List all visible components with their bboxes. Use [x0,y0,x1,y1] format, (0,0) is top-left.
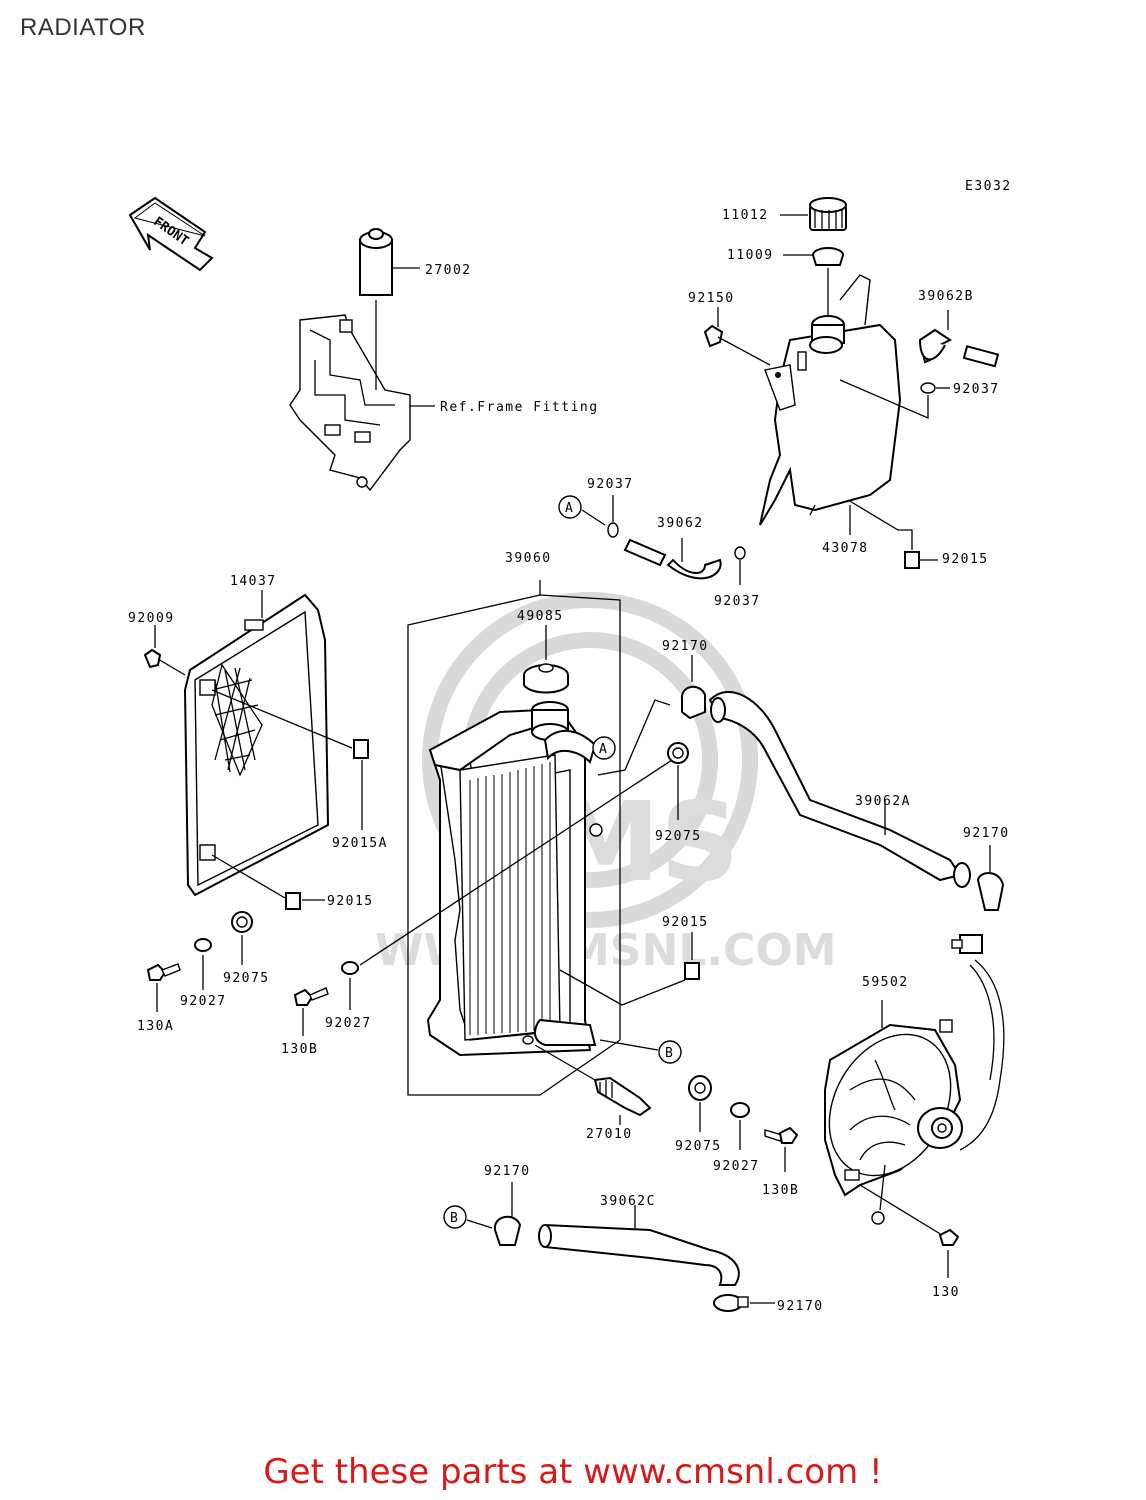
label-39062b: 39062B [918,289,974,304]
ref-b-label-lower: B [450,1211,459,1226]
part-39062b-hose [918,310,1000,368]
ref-a-label-top: A [565,501,574,516]
label-92027-c: 92027 [713,1159,760,1174]
label-92015a: 92015A [332,836,388,851]
part-92009-screw [143,625,186,676]
label-92170-c: 92170 [484,1164,531,1179]
label-92170-a: 92170 [662,639,709,654]
label-39062a: 39062A [855,794,911,809]
page-title: RADIATOR [20,14,146,41]
part-92170-clamp-b [976,845,1005,911]
label-130b-a: 130B [281,1042,318,1057]
label-92037-a: 92037 [587,477,634,492]
part-39062a-upper-hose [708,690,971,888]
part-59502-fan [824,934,1005,1225]
part-92015-nut-tank [809,499,938,569]
label-59502: 59502 [862,975,909,990]
label-27010: 27010 [586,1127,633,1142]
part-92075-grommet-a [359,742,689,966]
diagram-code: E3032 [965,179,1012,194]
label-130b-b: 130B [762,1183,799,1198]
label-14037: 14037 [230,574,277,589]
part-43078-reservoir-tank [759,274,902,526]
ref-a-circle-radiator [592,736,616,760]
label-ref-frame-fitting: Ref.Frame Fitting [440,400,599,415]
label-39060: 39060 [505,551,552,566]
ref-b-circle-lower [443,1205,467,1229]
label-92009: 92009 [128,611,175,626]
part-92027-collar-b [341,961,359,1010]
part-11012-tank-cap [780,197,847,231]
frame-bracket [289,314,411,492]
part-92075-grommet-c [688,1075,712,1132]
part-130b-bolt-a [293,987,329,1036]
label-92037-b: 92037 [714,594,761,609]
part-39062c-lower-hose [538,1205,740,1286]
label-92015-shroud: 92015 [327,894,374,909]
part-92015-nut-shroud [211,854,325,910]
part-92170-clamp-c [493,1182,522,1246]
label-27002: 27002 [425,263,472,278]
label-11009: 11009 [727,248,774,263]
label-43078: 43078 [822,541,869,556]
part-92027-collar-c [730,1102,750,1150]
label-92075-c: 92075 [675,1139,722,1154]
part-49085-radiator-cap [523,625,569,694]
label-92015-tank: 92015 [942,552,989,567]
part-92170-clamp-a [680,655,706,720]
radiator-assembly-bracket [407,580,621,1096]
part-92015-nut-radiator [559,932,700,1006]
label-92037-tank: 92037 [953,382,1000,397]
part-92027-collar-a [194,938,212,990]
part-92170-clamp-d [713,1294,775,1312]
label-49085: 49085 [517,609,564,624]
part-39060-radiator [426,701,603,1057]
label-92015-radiator: 92015 [662,915,709,930]
label-92150: 92150 [688,291,735,306]
label-92170-b: 92170 [963,826,1010,841]
footer-promo-link[interactable]: Get these parts at www.cmsnl.com ! [263,1452,883,1492]
part-92037-clip-tank [839,379,950,419]
part-92015a-nut [211,689,369,830]
part-130-bolt [859,1184,960,1278]
label-92170-d: 92170 [777,1299,824,1314]
part-27010-fan-switch [534,1044,652,1125]
label-92075-b: 92075 [223,971,270,986]
part-92037-clip-b [734,546,746,585]
label-11012: 11012 [722,208,769,223]
part-14037-shroud [183,590,330,897]
front-arrow-icon: FRONT [128,196,214,272]
part-92150-bolt [703,307,771,366]
ref-b-circle-radiator [658,1040,682,1064]
label-130a: 130A [137,1019,174,1034]
label-39062c: 39062C [600,1194,656,1209]
part-27002-switch [359,228,420,390]
part-92037-clip-a [607,495,619,538]
label-39062: 39062 [657,516,704,531]
part-39062-hose [623,538,722,580]
part-92075-grommet-b [231,911,253,965]
part-labels: 11012 11009 27002 Ref.Frame Fitting 9215… [128,208,1010,1314]
part-130b-bolt-b [764,1126,799,1172]
ref-b-label-radiator: B [665,1046,674,1061]
part-11009-cap-gasket [783,247,844,315]
ref-a-circle-top [558,495,582,519]
label-92027-a: 92027 [180,994,227,1009]
label-130: 130 [932,1285,960,1300]
label-92075-a: 92075 [655,829,702,844]
label-92027-b: 92027 [325,1016,372,1031]
ref-a-label-radiator: A [599,742,608,757]
part-130a-bolt [146,963,181,1012]
